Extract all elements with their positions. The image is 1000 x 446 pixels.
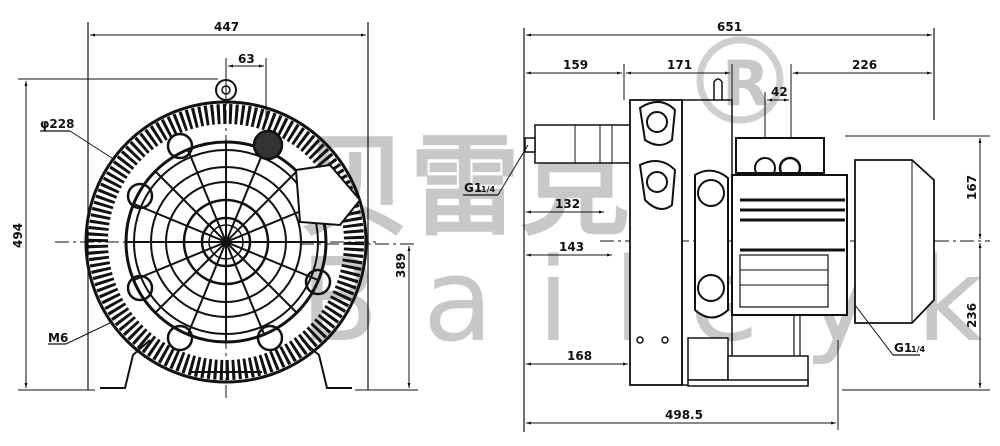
svg-text:1/4: 1/4 (911, 345, 925, 354)
dim-lower-height: 236 (965, 303, 979, 328)
dim-motor-end: 226 (852, 58, 877, 72)
dim-upper-height: 167 (965, 175, 979, 200)
svg-text:G1: G1 (894, 341, 912, 355)
dim-base-length: 498.5 (665, 408, 703, 422)
svg-text:1/4: 1/4 (481, 185, 495, 194)
svg-text:R: R (722, 47, 770, 120)
registered-mark-icon (696, 36, 784, 124)
dim-overall-width: 447 (214, 20, 239, 34)
dim-eyebolt-offset: 63 (238, 52, 255, 66)
dim-overall-length: 651 (717, 20, 742, 34)
callout-diameter: φ228 (40, 117, 74, 131)
dim-inlet-offset: 159 (563, 58, 588, 72)
side-view (463, 28, 990, 432)
dim-overall-height: 494 (11, 223, 25, 248)
dim-port-depth-1: 132 (555, 197, 580, 211)
callout-port-left: G1 1/4 (464, 181, 495, 195)
dim-terminal-box-spacing: 42 (771, 85, 788, 99)
callout-port-right: G1 1/4 (894, 341, 925, 355)
dim-port-depth-2: 143 (559, 240, 584, 254)
front-view (18, 22, 418, 398)
dim-foot-offset: 168 (567, 349, 592, 363)
svg-text:G1: G1 (464, 181, 482, 195)
dim-flange-spacing: 171 (667, 58, 692, 72)
dim-axis-height: 389 (394, 253, 408, 278)
callout-mount-thread: M6 (48, 331, 68, 345)
